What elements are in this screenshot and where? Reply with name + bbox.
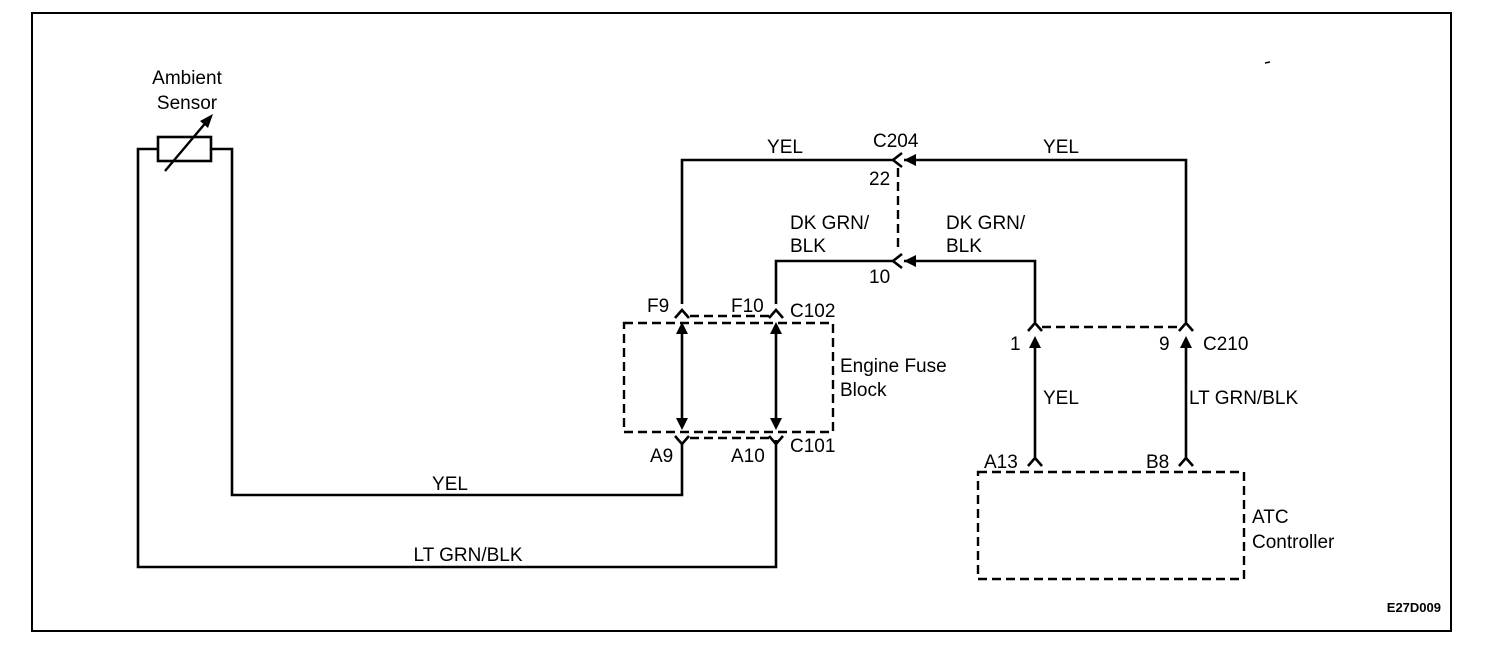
f10-connector-symbol bbox=[768, 308, 784, 319]
pin-label-22: 22 bbox=[869, 169, 890, 190]
wire-yel-top-left bbox=[680, 158, 893, 304]
a13-connector-symbol bbox=[1027, 456, 1043, 467]
connector-label-c101: C101 bbox=[790, 436, 835, 457]
a10-connector-symbol bbox=[768, 435, 784, 446]
arrow-up-pin9-icon bbox=[1180, 336, 1192, 348]
ambient-sensor bbox=[156, 114, 213, 172]
sensor-variable-line bbox=[164, 119, 209, 172]
sensor-arrow-icon bbox=[200, 114, 213, 128]
arrow-down-a10-icon bbox=[770, 418, 782, 430]
c204-pin22-symbol bbox=[890, 151, 903, 169]
arrow-up-pin1-icon bbox=[1029, 336, 1041, 348]
arrow-up-f10-icon bbox=[770, 322, 782, 334]
wire-label-lt-grn-blk-vertical: LT GRN/BLK bbox=[1189, 388, 1298, 409]
wire-label-dk-grn-left-1: DK GRN/ bbox=[790, 213, 870, 234]
f9-connector-symbol bbox=[674, 308, 690, 319]
arrow-c204-pin10-icon bbox=[904, 255, 916, 267]
a9-connector-symbol bbox=[674, 435, 690, 446]
pin1-connector-symbol bbox=[1027, 321, 1043, 332]
wire-dk-grn-blk-right bbox=[904, 259, 1037, 322]
wire-label-dk-grn-right-1: DK GRN/ bbox=[946, 213, 1026, 234]
sensor-label-line2: Sensor bbox=[157, 93, 218, 114]
diagram-border bbox=[31, 12, 1452, 632]
controller-label-line1: ATC bbox=[1252, 507, 1289, 528]
arrow-up-f9-icon bbox=[676, 322, 688, 334]
wire-label-yel-vertical: YEL bbox=[1043, 388, 1079, 409]
wire-label-lt-grn-blk-bottom: LT GRN/BLK bbox=[413, 545, 522, 566]
wire-label-yel-bottom: YEL bbox=[432, 474, 468, 495]
sensor-label-line1: Ambient bbox=[152, 68, 222, 89]
pin-label-f10: F10 bbox=[731, 296, 764, 317]
pin-label-a13: A13 bbox=[984, 452, 1018, 473]
pin-label-b8: B8 bbox=[1146, 452, 1169, 473]
atc-controller-box bbox=[976, 470, 1246, 581]
pin-label-1: 1 bbox=[1010, 334, 1021, 355]
pin9-connector-symbol bbox=[1178, 321, 1194, 332]
b8-connector-symbol bbox=[1178, 456, 1194, 467]
wire-yel-top-right bbox=[904, 158, 1188, 322]
pin-label-9: 9 bbox=[1159, 334, 1170, 355]
arrow-c204-icon bbox=[904, 154, 916, 166]
wire-label-dk-grn-right-2: BLK bbox=[946, 236, 982, 257]
wire-label-yel-top-left: YEL bbox=[767, 137, 803, 158]
stray-mark bbox=[1264, 61, 1271, 64]
wire-label-yel-top-right: YEL bbox=[1043, 137, 1079, 158]
c204-pin10-symbol bbox=[890, 252, 903, 270]
engine-fuse-block bbox=[622, 321, 835, 434]
connector-label-c204: C204 bbox=[873, 131, 919, 152]
pin-label-10: 10 bbox=[869, 267, 890, 288]
controller-label-line2: Controller bbox=[1252, 532, 1335, 553]
fuse-block-label-line2: Block bbox=[840, 380, 887, 401]
pin-label-a9: A9 bbox=[650, 446, 673, 467]
connector-label-c102: C102 bbox=[790, 301, 835, 322]
wire-yel-bottom bbox=[211, 147, 684, 497]
wire-lt-grn-blk-bottom bbox=[136, 147, 778, 569]
connector-label-c210: C210 bbox=[1203, 334, 1248, 355]
arrow-down-a9-icon bbox=[676, 418, 688, 430]
fuse-block-label-line1: Engine Fuse bbox=[840, 356, 947, 377]
figure-code: E27D009 bbox=[1387, 600, 1441, 615]
pin-label-f9: F9 bbox=[647, 296, 669, 317]
pin-label-a10: A10 bbox=[731, 446, 765, 467]
wire-label-dk-grn-left-2: BLK bbox=[790, 236, 826, 257]
wire-dk-grn-blk-left bbox=[774, 259, 893, 304]
